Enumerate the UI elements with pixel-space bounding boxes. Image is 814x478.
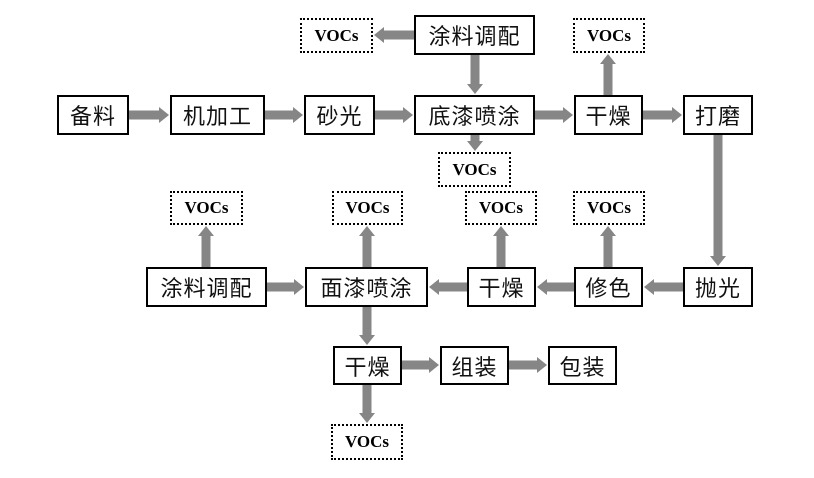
arrow-retouch-to-dry-2 (537, 279, 574, 295)
vocs-dry-2: VOCs (465, 191, 537, 225)
vocs-dry-1: VOCs (573, 18, 645, 53)
node-label: 底漆喷涂 (428, 105, 521, 130)
node-grind: 打磨 (683, 95, 753, 135)
vocs-retouch: VOCs (573, 191, 645, 225)
vocs-primer-spray: VOCs (438, 152, 511, 187)
node-label: 组装 (451, 355, 498, 381)
arrow-dry-1-to-vocs (600, 54, 616, 95)
vocs-dry-3: VOCs (331, 424, 403, 460)
vocs-label: VOCs (345, 198, 390, 217)
arrow-primer-spray-to-dry-1 (535, 107, 573, 123)
vocs-label: VOCs (586, 25, 632, 45)
node-primer-spray: 底漆喷涂 (414, 95, 535, 135)
node-primer-mix: 涂料调配 (414, 15, 535, 55)
vocs-label: VOCs (344, 432, 390, 451)
arrow-machining-to-sanding (265, 107, 303, 123)
vocs-label: VOCs (314, 25, 359, 45)
arrow-primer-mix-to-primer-spray (467, 55, 483, 94)
vocs-topcoat-spray: VOCs (332, 191, 403, 225)
node-label: 备料 (69, 105, 116, 130)
node-dry-2: 干燥 (467, 267, 536, 307)
node-label: 抛光 (694, 277, 741, 302)
arrow-dry-2-to-topcoat-spray (429, 279, 467, 295)
node-label: 修色 (585, 277, 632, 302)
node-label: 干燥 (344, 355, 391, 381)
vocs-label: VOCs (184, 198, 229, 217)
node-dry-1: 干燥 (574, 95, 643, 135)
node-label: 干燥 (585, 105, 632, 130)
arrow-dry-3-to-assemble (402, 357, 439, 373)
arrow-assemble-to-package (509, 357, 547, 373)
node-topcoat-spray: 面漆喷涂 (305, 267, 428, 307)
node-retouch: 修色 (574, 267, 643, 307)
arrow-grind-to-polish (710, 135, 726, 266)
arrow-dry-3-to-vocs (359, 385, 375, 423)
node-label: 涂料调配 (428, 25, 521, 50)
arrow-prep-to-machining (129, 107, 169, 123)
node-label: 打磨 (694, 105, 741, 130)
arrow-polish-to-retouch (644, 279, 683, 295)
arrow-primer-mix-to-vocs (374, 27, 414, 43)
node-label: 面漆喷涂 (320, 277, 413, 302)
node-topcoat-mix: 涂料调配 (146, 267, 267, 307)
arrow-sanding-to-primer-spray (375, 107, 413, 123)
node-machining: 机加工 (170, 95, 265, 135)
arrow-retouch-to-vocs (600, 226, 616, 267)
node-dry-3: 干燥 (333, 346, 402, 385)
node-label: 机加工 (182, 105, 252, 130)
arrow-topcoat-mix-to-vocs (198, 226, 214, 267)
node-label: 砂光 (316, 105, 363, 130)
vocs-label: VOCs (478, 198, 524, 217)
arrow-topcoat-spray-to-dry-3 (359, 307, 375, 345)
arrow-primer-spray-to-vocs (467, 135, 483, 151)
vocs-label: VOCs (452, 159, 497, 179)
node-label: 包装 (559, 355, 606, 381)
node-prep: 备料 (57, 95, 129, 135)
node-package: 包装 (548, 346, 617, 385)
arrow-dry-2-to-vocs (493, 226, 509, 267)
vocs-topcoat-mix: VOCs (170, 191, 243, 225)
node-polish: 抛光 (683, 267, 753, 307)
arrow-topcoat-mix-to-topcoat-spray (267, 279, 304, 295)
node-assemble: 组装 (440, 346, 509, 385)
vocs-primer-mix: VOCs (300, 18, 373, 53)
arrow-topcoat-spray-to-vocs (359, 226, 375, 267)
arrow-dry-1-to-grind (643, 107, 682, 123)
node-label: 涂料调配 (160, 277, 253, 302)
node-sanding: 砂光 (304, 95, 375, 135)
node-label: 干燥 (478, 277, 525, 302)
vocs-label: VOCs (586, 198, 632, 217)
